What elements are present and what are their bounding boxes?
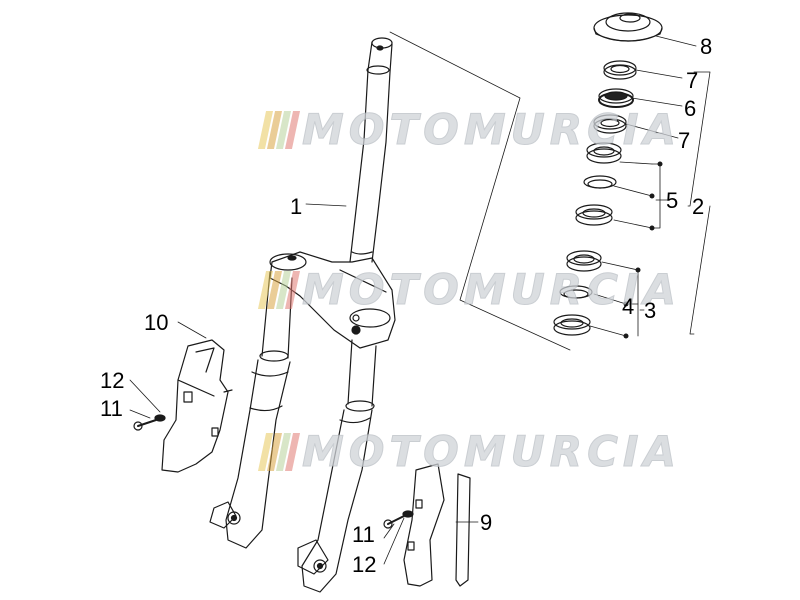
part-8-ring-nut	[593, 12, 663, 42]
watermark-stripes	[257, 111, 301, 149]
callout-7-upper: 7	[686, 68, 699, 93]
watermark-stripes	[257, 433, 301, 471]
part-9-fork-cover-right	[403, 463, 471, 587]
part-7-washer-upper	[603, 60, 637, 80]
fork-crown	[269, 251, 396, 349]
callout-12-left: 12	[100, 368, 125, 393]
watermark-bottom: MOTOMURCIA	[257, 427, 682, 476]
part-1-bracket	[389, 31, 571, 351]
callout-12-right: 12	[352, 552, 377, 577]
callout-9: 9	[480, 510, 493, 535]
callout-3: 3	[644, 298, 657, 323]
watermark-text: MOTOMURCIA	[301, 427, 682, 476]
fork-leg-left	[209, 271, 293, 549]
watermark-text: MOTOMURCIA	[301, 105, 682, 154]
callout-2: 2	[692, 194, 705, 219]
part-6-seal	[598, 88, 634, 108]
watermark-text: MOTOMURCIA	[301, 265, 682, 314]
callout-7-lower: 7	[678, 128, 691, 153]
watermark-top: MOTOMURCIA	[257, 105, 682, 154]
callout-6: 6	[684, 96, 697, 121]
part-7-washer-lower	[593, 114, 627, 134]
callout-8: 8	[700, 34, 713, 59]
callout-10: 10	[144, 310, 169, 335]
part-4-bearing-set	[553, 250, 602, 336]
callout-4: 4	[622, 294, 635, 319]
leader-lines	[129, 35, 711, 565]
callout-1: 1	[290, 194, 303, 219]
fork-leg-right	[297, 339, 377, 593]
callout-5: 5	[666, 188, 679, 213]
part-1-steering-tube	[349, 37, 393, 263]
watermark-stripes	[257, 271, 301, 309]
part-11-12-screw-left	[133, 414, 166, 431]
part-11-12-screw-right	[383, 510, 414, 529]
watermark-middle: MOTOMURCIA	[257, 265, 682, 314]
part-10-fork-cover-left	[161, 339, 233, 473]
part-5-bearing-set	[575, 142, 622, 226]
leader-dots	[623, 161, 663, 339]
callout-11-left: 11	[100, 396, 123, 421]
callout-11-right: 11	[352, 522, 375, 547]
